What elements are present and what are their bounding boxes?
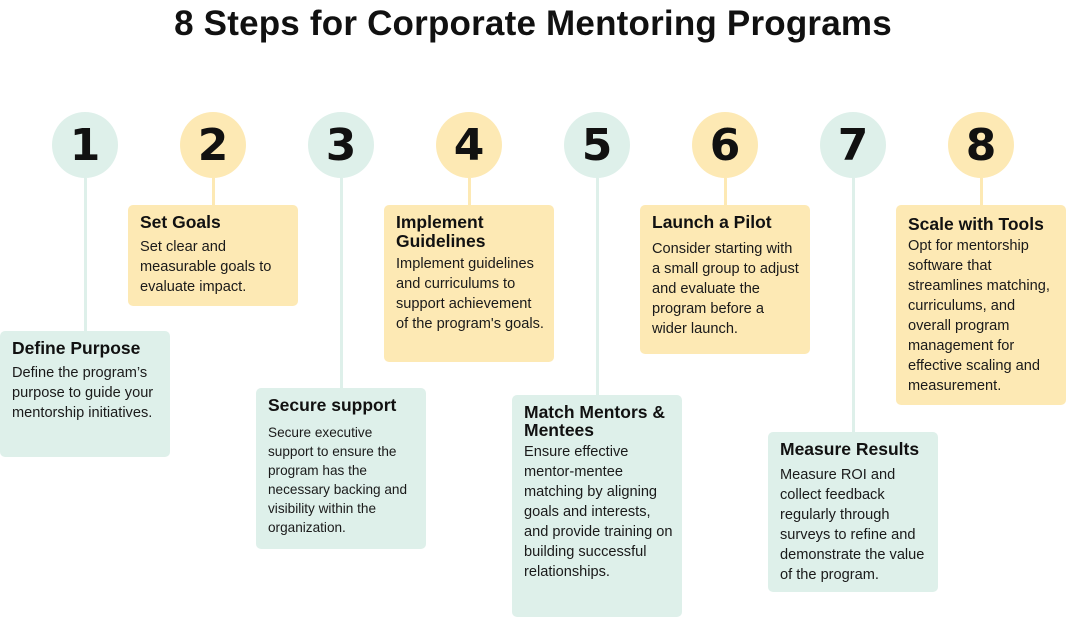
connector-line-4 [468,178,471,205]
step-number-3: 3 [308,112,374,178]
step-number-6: 6 [692,112,758,178]
step-number-5: 5 [564,112,630,178]
step-card-7: Measure Results Measure ROI and collect … [768,432,938,592]
step-heading-8: Scale with Tools [908,214,1044,234]
step-text-2: Set clear and measurable goals to evalua… [140,239,272,295]
step-text-6: Consider starting with a small group to … [652,241,799,337]
connector-line-6 [724,178,727,205]
step-number-7: 7 [820,112,886,178]
connector-line-3 [340,178,343,388]
step-heading-3: Secure support [268,395,397,415]
connector-line-8 [980,178,983,205]
connector-line-5 [596,178,599,395]
step-card-3: Secure support Secure executive support … [256,388,426,549]
step-text-8: Opt for mentorship software that streaml… [908,238,1050,394]
step-card-4: Implement Guidelines Implement guideline… [384,205,554,362]
step-number-2: 2 [180,112,246,178]
step-number-1: 1 [52,112,118,178]
step-text-7: Measure ROI and collect feedback regular… [780,467,925,583]
step-number-8: 8 [948,112,1014,178]
step-heading-5: Match Mentors & Mentees [524,402,665,440]
connector-line-7 [852,178,855,432]
step-card-1: Define Purpose Define the program’s purp… [0,331,170,457]
step-number-4: 4 [436,112,502,178]
step-card-5: Match Mentors & Mentees Ensure effective… [512,395,682,617]
step-card-2: Set Goals Set clear and measurable goals… [128,205,298,306]
step-text-3: Secure executive support to ensure the p… [268,425,408,535]
step-heading-2: Set Goals [140,212,221,232]
step-text-4: Implement guidelines and curriculums to … [396,256,544,332]
step-card-6: Launch a Pilot Consider starting with a … [640,205,810,354]
step-heading-4: Implement Guidelines [396,212,486,251]
step-text-5: Ensure effective mentor-mentee matching … [524,444,673,580]
step-heading-7: Measure Results [780,439,920,459]
connector-line-2 [212,178,215,205]
step-card-8: Scale with Tools Opt for mentorship soft… [896,205,1066,405]
step-heading-6: Launch a Pilot [652,212,772,232]
page-title: 8 Steps for Corporate Mentoring Programs [174,4,892,43]
step-text-1: Define the program’s purpose to guide yo… [12,365,154,421]
connector-line-1 [84,178,87,331]
step-heading-1: Define Purpose [12,338,141,358]
